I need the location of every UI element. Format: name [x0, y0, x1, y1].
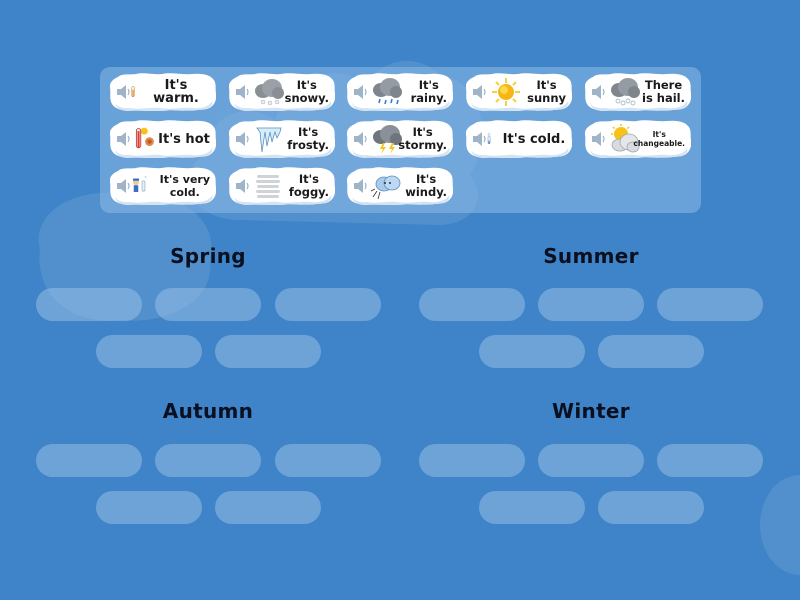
card-hail[interactable]: There is hail. [585, 73, 691, 111]
drop-slot-spring-1[interactable] [36, 288, 142, 321]
speaker-icon[interactable] [353, 84, 369, 100]
freezing-person-icon: * [133, 175, 147, 192]
speaker-icon[interactable] [591, 131, 607, 147]
card-label: It's windy. [405, 172, 447, 199]
group-title-spring: Spring [170, 244, 246, 268]
card-label: It's warm. [153, 78, 199, 106]
card-label: It's hot [158, 131, 210, 147]
drop-slot-autumn-4[interactable] [96, 491, 202, 524]
thermometer-warm-icon [131, 86, 135, 98]
card-label: It's snowy. [284, 78, 329, 105]
drop-slot-autumn-2[interactable] [155, 444, 261, 477]
card-rainy[interactable]: It's rainy. [347, 73, 453, 111]
card-sunny[interactable]: It's sunny [466, 73, 572, 111]
drop-slot-winter-4[interactable] [479, 491, 585, 524]
drop-slot-summer-2[interactable] [538, 288, 644, 321]
thermometer-hot-icon [135, 127, 154, 149]
drop-slot-autumn-3[interactable] [275, 444, 381, 477]
drop-slot-summer-1[interactable] [419, 288, 525, 321]
drop-slot-summer-3[interactable] [657, 288, 763, 321]
storm-cloud-icon [373, 125, 402, 154]
card-label: It's stormy. [398, 125, 447, 152]
speaker-icon[interactable] [472, 84, 488, 100]
drop-slot-winter-2[interactable] [538, 444, 644, 477]
speaker-icon[interactable] [235, 131, 251, 147]
drop-slot-winter-1[interactable] [419, 444, 525, 477]
fog-icon [256, 175, 280, 198]
card-hot[interactable]: It's hot [110, 120, 216, 158]
card-frosty[interactable]: It's frosty. [229, 120, 335, 158]
group-title-autumn: Autumn [162, 399, 254, 423]
speaker-icon[interactable] [591, 84, 607, 100]
speaker-icon[interactable] [116, 131, 132, 147]
drop-slot-autumn-1[interactable] [36, 444, 142, 477]
drop-slot-spring-3[interactable] [275, 288, 381, 321]
card-label: It's cold. [502, 131, 566, 147]
card-label: There is hail. [642, 78, 685, 105]
card-cold[interactable]: It's cold. [466, 120, 572, 158]
speaker-icon[interactable] [353, 131, 369, 147]
drop-slot-winter-3[interactable] [657, 444, 763, 477]
icicles-icon [256, 127, 282, 153]
card-very-cold[interactable]: * It's very cold. [110, 167, 216, 205]
sun-behind-cloud-icon [611, 124, 640, 153]
drop-slot-spring-5[interactable] [215, 335, 321, 368]
card-warm[interactable]: It's warm. [110, 73, 216, 111]
card-label: It's foggy. [288, 172, 329, 199]
card-label: It's sunny [527, 78, 566, 105]
group-title-winter: Winter [552, 399, 630, 423]
background-cloud-right [760, 475, 800, 575]
group-title-summer: Summer [543, 244, 639, 268]
speaker-icon[interactable] [235, 178, 251, 194]
drop-slot-summer-4[interactable] [479, 335, 585, 368]
drop-slot-summer-5[interactable] [598, 335, 704, 368]
card-label: It's rainy. [410, 78, 447, 105]
drop-slot-spring-4[interactable] [96, 335, 202, 368]
card-snowy[interactable]: It's snowy. [229, 73, 335, 111]
card-changeable[interactable]: It's changeable. [585, 120, 691, 158]
svg-text:*: * [144, 175, 147, 181]
drop-slot-autumn-5[interactable] [215, 491, 321, 524]
hail-cloud-icon [611, 78, 640, 106]
thermometer-cold-icon [487, 132, 491, 144]
card-label: It's very cold. [159, 173, 210, 199]
card-label: It's changeable. [633, 130, 685, 148]
snow-cloud-icon [255, 79, 284, 106]
card-windy[interactable]: It's windy. [347, 167, 453, 205]
drop-slot-winter-5[interactable] [598, 491, 704, 524]
drop-slot-spring-2[interactable] [155, 288, 261, 321]
wind-cloud-icon [371, 175, 401, 200]
card-stormy[interactable]: It's stormy. [347, 120, 453, 158]
card-label: It's frosty. [287, 125, 329, 152]
card-foggy[interactable]: It's foggy. [229, 167, 335, 205]
speaker-icon[interactable] [235, 84, 251, 100]
rain-cloud-icon [373, 78, 402, 105]
sun-icon [492, 78, 520, 106]
speaker-icon[interactable] [353, 178, 369, 194]
